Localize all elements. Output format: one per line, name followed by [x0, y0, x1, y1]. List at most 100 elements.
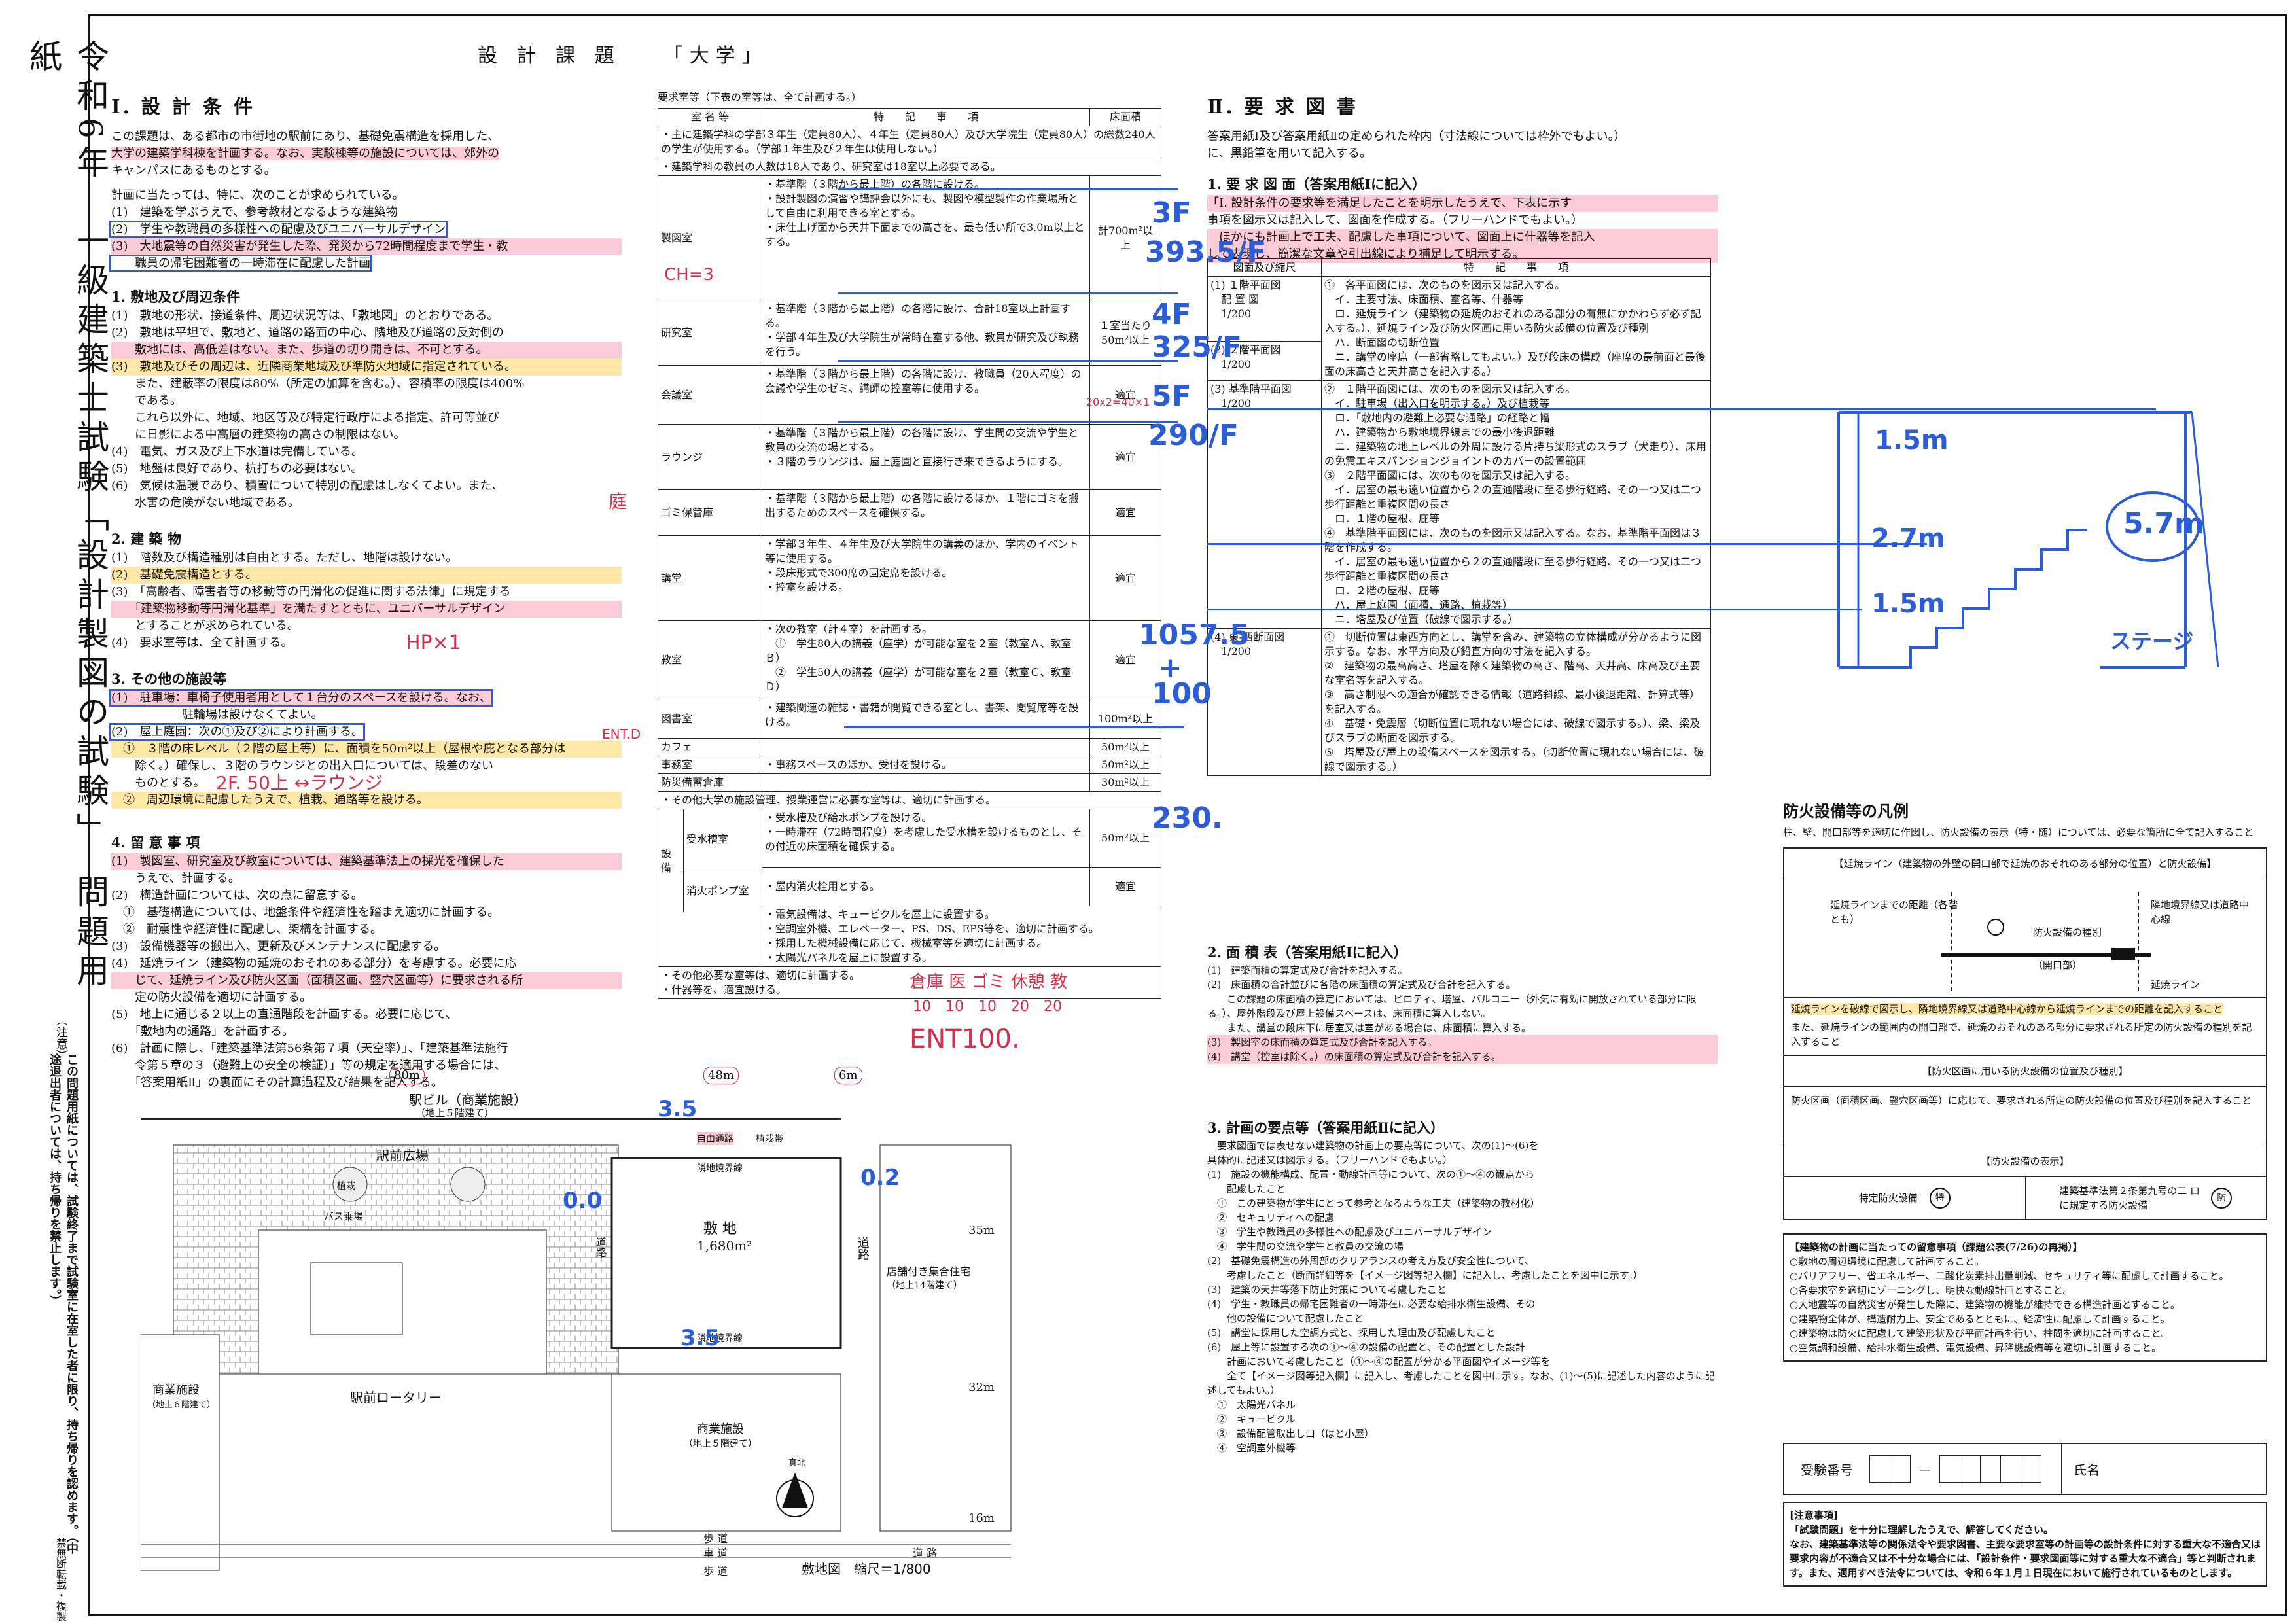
- legend-intro: 柱、壁、開口部等を適切に作図し、防火設備の表示（特・随）については、必要な箇所に…: [1783, 826, 2254, 838]
- room-notes: ・基準階（３階から最上階）の各階に設けるほか、１階にゴミを搬出するためのスペース…: [762, 489, 1090, 536]
- shop-house-floors: （地上14階建て）: [887, 1280, 963, 1291]
- caution-box: 【建築物の計画に当たっての留意事項（課題公表(7/26)の再掲）】 ○敷地の周辺…: [1783, 1233, 2267, 1362]
- text-line: ③ 設備配管取出し口（はと小屋）: [1207, 1428, 1375, 1439]
- caution-item: ○バリアフリー、省エネルギー、二酸化炭素排出量削減、セキュリティ等に配慮して計画…: [1790, 1270, 2229, 1282]
- text-line: ② 周辺環境に配慮したうえで、植栽、通路等を設ける。: [111, 792, 622, 809]
- text-line: (1) 敷地の形状、接道条件、周辺状況等は、「敷地図」のとおりである。: [111, 309, 499, 323]
- legend-note: 延焼ラインを破線で図示し、隣地境界線又は道路中心線から延焼ラインまでの距離を記入…: [1791, 1003, 2223, 1015]
- text-line: (1) 製図室、研究室及び教室については、建築基準法上の採光を確保した: [111, 853, 622, 870]
- intro-line: この課題は、ある都市の市街地の駅前にあり、基礎免震構造を採用した、: [111, 130, 500, 143]
- text-line: (2) 敷地は平坦で、敷地と、道路の路面の中心、隣地及び道路の反対側の: [111, 326, 504, 340]
- legend-note: 防火区画（面積区画、竪穴区画等）に応じて、要求される所定の防火設備の位置及び種別…: [1784, 1087, 2266, 1146]
- text-line: ④ 空調室外機等: [1207, 1442, 1296, 1454]
- text-line: (5) 地盤は良好であり、杭打ちの必要はない。: [111, 462, 363, 476]
- text-line: (3) 敷地及びその周辺は、近隣商業地域及び準防火地域に指定されている。: [111, 359, 622, 376]
- text-line: また、建蔽率の限度は80%（所定の加算を含む。）、容積率の限度は400%: [111, 377, 525, 391]
- caution-title: 【建築物の計画に当たっての留意事項（課題公表(7/26)の再掲）】: [1790, 1241, 2083, 1253]
- dim-bottom: 32m: [968, 1381, 995, 1394]
- text-line: 定の防火設備を適切に計画する。: [111, 991, 311, 1004]
- table-row: ・電気設備は、キュービクルを屋上に設置する。 ・空調室外機、エレベーター、PS、…: [658, 906, 1161, 967]
- text-line: ほかにも計画上で工夫、配慮した事項について、図面上に什器等を記入: [1207, 229, 1718, 246]
- section-required-drawings: Ⅱ. 要 求 図 書 答案用紙Ⅰ及び答案用紙Ⅱの定められた枠内（寸法線については…: [1207, 92, 1718, 263]
- text-line: (3) 製図室の床面積の算定式及び合計を記入する。: [1207, 1035, 1718, 1050]
- room-area: 50m²以上: [1089, 756, 1161, 774]
- site-label: 敷 地: [703, 1221, 737, 1237]
- header-cell: 室 名 等: [658, 108, 762, 126]
- equip-label: 設備: [658, 809, 684, 912]
- table-row: (2) ２階平面図 1/200: [1207, 341, 1711, 381]
- annotation-290: 290/F: [1148, 419, 1239, 452]
- exam-number-dash: －: [1918, 1462, 1932, 1478]
- annotation-h4: 5.7m: [2123, 507, 2204, 540]
- notice-line: なお、建築基準法等の関係法令や要求図書、主要な要求室等の計画等の設計条件に対する…: [1790, 1538, 2261, 1579]
- shop-house-label: 店舗付き集合住宅: [887, 1265, 971, 1278]
- text-line: 令第５章の３（避難上の安全の検証）」等の規定を適用する場合には、: [111, 1059, 506, 1072]
- table-row: 研究室・基準階（３階から最上階）の各階に設け、合計18室以上計画する。 ・学部４…: [658, 300, 1161, 366]
- sidewalk-label: 歩 道: [703, 1532, 728, 1545]
- roadway-label: 車 道: [703, 1547, 728, 1559]
- rotary-label: 駅前ロータリー: [350, 1390, 442, 1405]
- text-line: (4) 講堂（控室は除く。）の床面積の算定式及び合計を記入する。: [1207, 1050, 1718, 1064]
- exam-number-field[interactable]: [1869, 1455, 1911, 1483]
- header-cell: 床面積: [1089, 108, 1161, 126]
- annotation-plus: +: [1158, 651, 1182, 684]
- notice-line: 「試験問題」を十分に理解したうえで、解答してください。: [1790, 1524, 2054, 1536]
- text-line: (2) 基礎免震構造の外周部のクリアランスの考え方及び安全性について、: [1207, 1255, 1534, 1267]
- annotation-100: 100: [1152, 677, 1212, 711]
- drawing-name: (4) 東-西断面図 1/200: [1207, 628, 1322, 776]
- drawing-notes: ① 切断位置は東西方向とし、講堂を含み、建築物の立体構成が分かるように図示する。…: [1321, 628, 1711, 776]
- caution-item: ○各要求室を適切にゾーニングし、明快な動線計画とすること。: [1790, 1284, 2073, 1296]
- text-line: 「答案用紙Ⅱ」の裏面にその計算過程及び結果を記入する。: [111, 1076, 443, 1089]
- table-row: 図書室・建築関連の雑誌・書籍が閲覧できる室とし、書架、閲覧席等を設ける。100m…: [658, 699, 1161, 739]
- text-line: ① ３階の床レベル（２階の屋上等）に、面積を50m²以上（屋根や庇となる部分は: [111, 741, 622, 758]
- border-bottom: 隣地境界線: [697, 1333, 743, 1344]
- subsection-heading: 1. 敷地及び周辺条件: [111, 289, 241, 305]
- req-item: 職員の帰宅困難者の一時滞在に配慮した計画: [109, 255, 372, 272]
- text-line: ② キュービクル: [1207, 1413, 1296, 1425]
- text-line: 「敷地内の通路」を計画する。: [111, 1025, 294, 1038]
- text-line: (2) 構造計画については、次の点に留意する。: [111, 889, 363, 902]
- room-area: 適宜: [1089, 365, 1161, 425]
- annotation-ch3: CH=3: [664, 265, 715, 285]
- section-area-table: 2. 面 積 表（答案用紙Ⅰに記入） (1) 建築面積の算定式及び合計を記入する…: [1207, 937, 1718, 1064]
- room-notes: [762, 738, 1090, 756]
- exam-number-field[interactable]: [1939, 1455, 2041, 1483]
- text-line: (2) 床面積の合計並びに各階の床面積の算定式及び合計を記入する。: [1207, 979, 1516, 991]
- annotation-stage: ステージ: [2110, 629, 2194, 654]
- drawing-name: (1) １階平面図 配 置 図 1/200: [1207, 276, 1322, 342]
- side-note-head: （注意）: [54, 1014, 68, 1061]
- text-line: 計画において考慮したこと（①～④の配置が分かる平面図やイメージ等を: [1207, 1356, 1551, 1368]
- annotation-325: 325/F: [1152, 330, 1242, 364]
- commercial-bottom-floors: （地上５階建て）: [684, 1439, 757, 1449]
- spread-line: [1951, 892, 1952, 991]
- text-line: 「建築物移動等円滑化基準」を満たすとともに、ユニバーサルデザイン: [111, 601, 622, 618]
- annotation-0-2: 0.2: [860, 1165, 900, 1191]
- center-line: [2138, 892, 2139, 991]
- equip-more-line: ・電気設備は、キュービクルを屋上に設置する。: [765, 908, 995, 921]
- drawing-name: (3) 基準階平面図 1/200: [1207, 380, 1322, 629]
- room-name: ゴミ保管庫: [658, 489, 762, 536]
- subsection-heading: 1. 要 求 図 面（答案用紙Ⅰに記入）: [1207, 176, 1426, 192]
- equip-more-line: ・採用した機械設備に応じて、機械室等を適切に計画する。: [765, 937, 1048, 949]
- annotation-store: 倉庫 医 ゴミ 休憩 教: [910, 972, 1068, 992]
- commercial-left: [141, 1334, 220, 1571]
- dim-side: 35m: [968, 1224, 995, 1237]
- text-line: 全て【イメージ図等記入欄】に記入し、考慮したことを図中に示す。なお、(1)～(5…: [1207, 1370, 1715, 1396]
- annotation-1057: 1057.5: [1139, 618, 1250, 652]
- text-line: (3) 「高齢者、障害者等の移動等の円滑化の促進に関する法律」に規定する: [111, 585, 511, 599]
- table-row: ・屋内消火栓用とする。 適宜: [658, 867, 1161, 906]
- room-notes: ・次の教室（計４室）を計画する。 ① 学生80人の講義（座学）が可能な室を２室（…: [762, 620, 1090, 699]
- table-header-row: 室 名 等 特 記 事 項 床面積: [658, 108, 1161, 126]
- table-row: 講堂・学部３年生、４年生及び大学院生の講義のほか、学内のイベント等に使用する。 …: [658, 535, 1161, 621]
- text-line: ① 太陽光パネル: [1207, 1399, 1296, 1411]
- table-row: ゴミ保管庫・基準階（３階から最上階）の各階に設けるほか、１階にゴミを搬出するため…: [658, 489, 1161, 536]
- text-line: ③ 学生や教職員の多様性への配慮及びユニバーサルデザイン: [1207, 1226, 1492, 1238]
- shop-house-block: [879, 1144, 1012, 1532]
- text-line: ② セキュリティへの配慮: [1207, 1212, 1335, 1224]
- annotation-line: [838, 188, 1178, 190]
- annotation-section-sketch: [1837, 411, 2219, 669]
- equip-name: 受水槽室: [683, 809, 762, 870]
- exam-number-box: 受験番号 － 氏名: [1783, 1443, 2267, 1495]
